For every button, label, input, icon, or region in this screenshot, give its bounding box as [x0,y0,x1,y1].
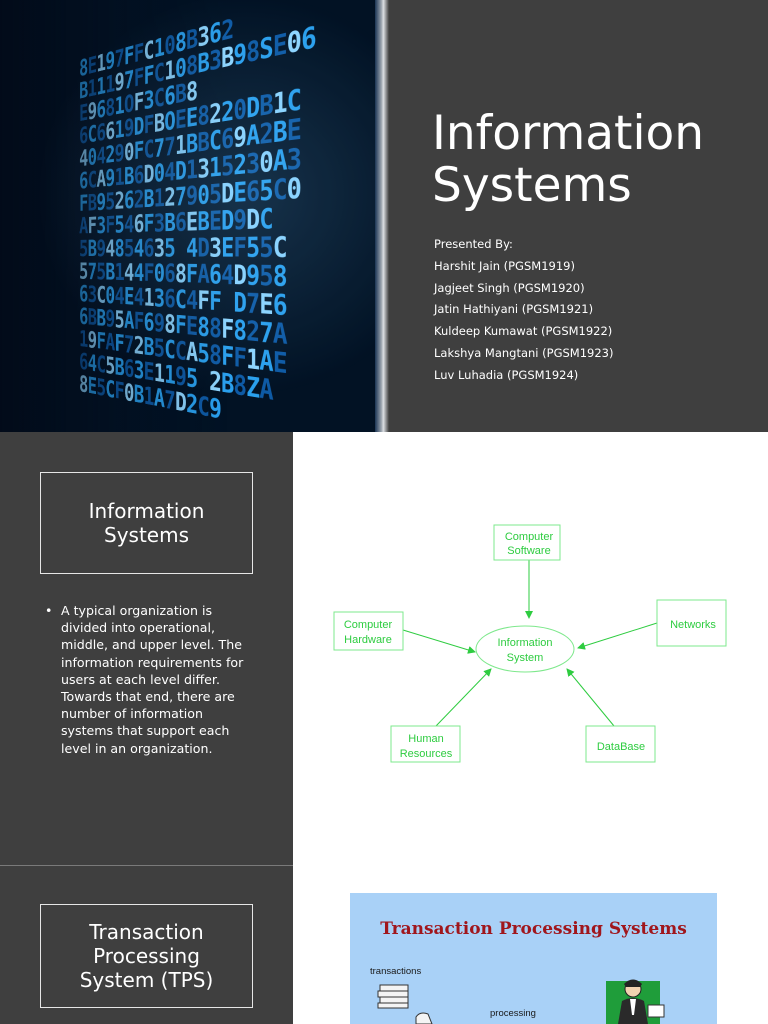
node-label: Resources [400,748,453,760]
information-system-diagram: Computer Software Computer Hardware Netw… [293,432,768,865]
node-label: Information [497,637,552,649]
left-panel: Transaction Processing System (TPS) [0,866,293,1024]
tps-slide: Transaction Processing System (TPS) Tran… [0,866,768,1024]
bullet-paragraph: • A typical organization is divided into… [45,602,255,757]
businessman-icon [606,980,664,1024]
left-panel: Information Systems • A typical organiza… [0,432,293,865]
documents-stack-icon [378,985,408,1008]
information-systems-slide: Information Systems • A typical organiza… [0,432,768,865]
node-label: Software [507,545,550,557]
section-title-box: Information Systems [40,472,253,574]
hand-icon [416,1013,432,1024]
body-text: A typical organization is divided into o… [45,602,255,757]
node-label: System [507,652,544,664]
presenter-name: Lakshya Mangtani (PGSM1923) [434,343,613,365]
presenter-name: Harshit Jain (PGSM1919) [434,256,613,278]
presenter-name: Jagjeet Singh (PGSM1920) [434,278,613,300]
title-slide: 8E197FFC108B362B11197FFC108B3B98SE06E968… [0,0,768,432]
arrow-networks-to-center [578,623,657,648]
arrow-database-to-center [567,669,614,726]
section-title-box: Transaction Processing System (TPS) [40,904,253,1008]
hex-code-background-image: 8E197FFC108B362B11197FFC108B3B98SE06E968… [0,0,380,432]
page-curl-edge [375,0,389,432]
node-label: Hardware [344,634,392,646]
slide-title: Information Systems [432,108,752,212]
tps-illustration: Transaction Processing Systems transacti… [350,893,717,1024]
presenters-block: Presented By: Harshit Jain (PGSM1919) Ja… [434,234,613,387]
presenter-name: Kuldeep Kumawat (PGSM1922) [434,321,613,343]
arrow-human-to-center [436,669,491,726]
arrow-hardware-to-center [403,630,475,652]
node-label: Networks [670,619,716,631]
node-label: Computer [505,531,554,543]
presenter-name: Jatin Hathiyani (PGSM1921) [434,299,613,321]
presented-by-label: Presented By: [434,234,613,256]
bullet-icon: • [45,602,52,619]
node-label: Computer [344,619,393,631]
presenter-name: Luv Luhadia (PGSM1924) [434,365,613,387]
node-label: Human [408,733,443,745]
node-label: DataBase [597,741,645,753]
node-center [476,626,574,672]
